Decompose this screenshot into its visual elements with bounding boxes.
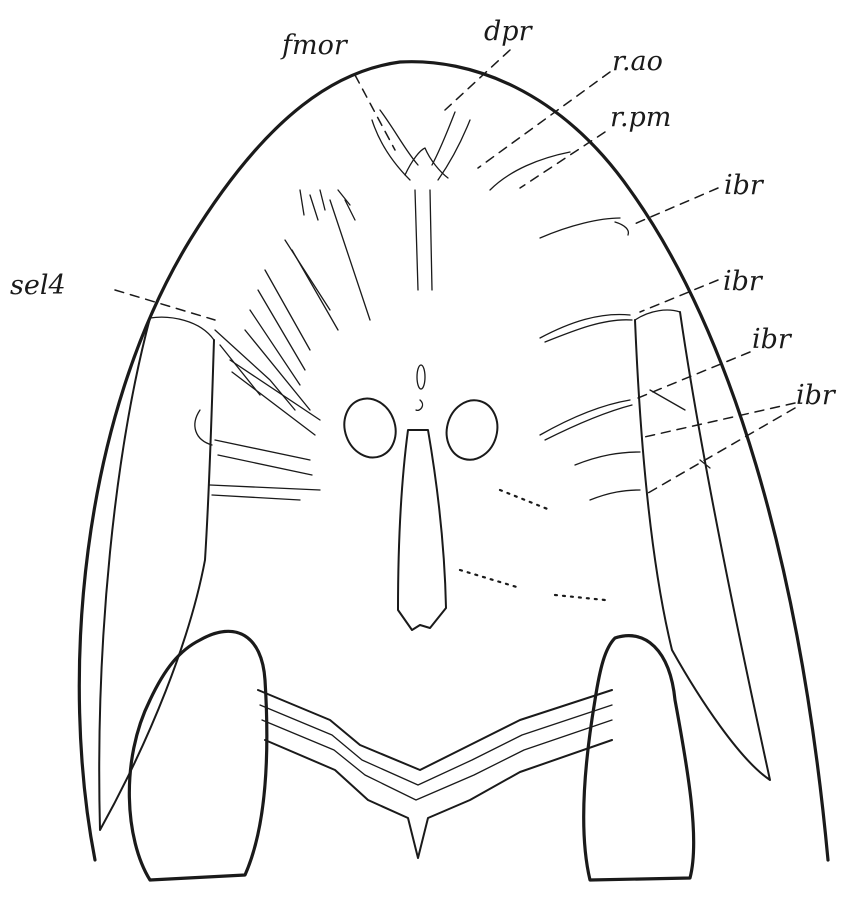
head-shield-outline — [79, 62, 828, 860]
pineal-opening — [417, 365, 425, 389]
right-sensory-canals — [490, 152, 710, 500]
label-r-ao: r.ao — [612, 48, 663, 75]
right-orbit — [440, 395, 504, 466]
label-r-pm: r.pm — [610, 104, 671, 131]
left-posterior-plate — [129, 631, 266, 880]
median-plate — [398, 430, 446, 630]
label-sel4: sel4 — [10, 272, 66, 299]
label-fmor: fmor — [282, 32, 347, 59]
left-cornu-inner — [99, 318, 214, 830]
right-cornu-inner — [635, 312, 770, 780]
label-ibr-3: ibr — [752, 326, 791, 353]
left-orbit — [336, 391, 404, 464]
label-dpr: dpr — [484, 18, 531, 45]
label-ibr-2: ibr — [723, 268, 762, 295]
label-ibr-4: ibr — [796, 382, 835, 409]
left-sensory-canals — [195, 190, 370, 500]
right-posterior-plate — [584, 636, 694, 880]
label-ibr-1: ibr — [724, 172, 763, 199]
